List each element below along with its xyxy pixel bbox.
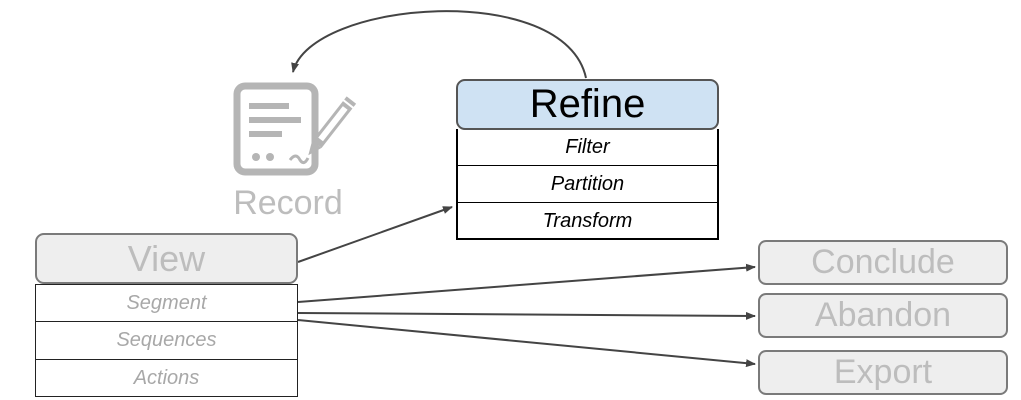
abandon-box[interactable]: Abandon [758,293,1008,338]
export-box[interactable]: Export [758,350,1008,395]
view-item-segment[interactable]: Segment [36,285,297,323]
refine-item-partition[interactable]: Partition [458,166,717,203]
segment-to-conclude-arrow [297,263,756,303]
refine-item-transform[interactable]: Transform [542,210,633,232]
refine-header[interactable]: Refine [456,79,719,130]
view-operations-list: Segment Sequences Actions [35,284,298,397]
record-label: Record [233,183,343,222]
segment-to-export-arrow [297,319,756,368]
view-header[interactable]: View [35,233,298,284]
refine-operations-list: Filter Partition Transform [456,129,719,240]
view-item-sequences[interactable]: Sequences [36,322,297,360]
view-item-actions[interactable]: Actions [133,366,200,389]
document-edit-icon [232,78,357,178]
refine-item-filter[interactable]: Filter [458,129,717,166]
refine-to-record-arrow [291,10,587,79]
segment-to-abandon-arrow [297,311,756,320]
conclude-box[interactable]: Conclude [758,240,1008,285]
